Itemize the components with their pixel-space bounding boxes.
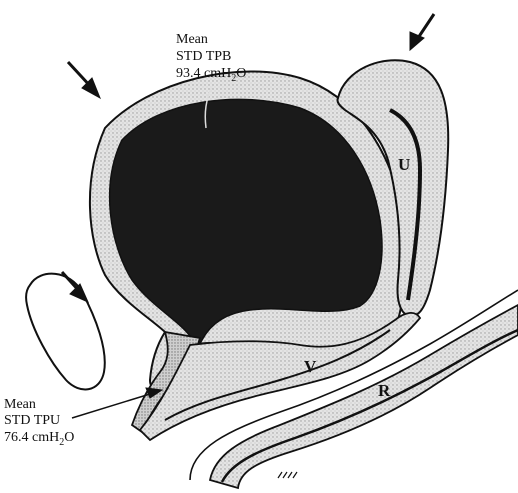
hatch-marks <box>278 472 297 478</box>
bottom-label-line2: STD TPU <box>4 413 60 428</box>
top-label-line1: Mean <box>176 32 208 47</box>
bottom-value-tail: O <box>64 430 74 445</box>
bladder-pressure-label: Mean STD TPB 93.4 cmH2O <box>176 32 246 84</box>
bottom-label-line1: Mean <box>4 397 36 412</box>
uterus-letter: U <box>398 155 410 174</box>
top-label-line2: STD TPB <box>176 49 231 64</box>
pressure-arrow-top-right <box>410 14 434 50</box>
urethral-pressure-label: Mean STD TPU 76.4 cmH2O <box>4 397 74 448</box>
top-value-tail: O <box>236 66 246 81</box>
bottom-value-text: 76.4 cmH <box>4 430 59 445</box>
top-value-text: 93.4 cmH <box>176 66 231 81</box>
pubic-bone-shape <box>26 274 105 390</box>
bottom-label-value: 76.4 cmH2O <box>4 430 74 448</box>
pressure-arrow-top-left <box>68 62 100 98</box>
rectum-letter: R <box>378 381 391 400</box>
vagina-letter: V <box>304 357 317 376</box>
